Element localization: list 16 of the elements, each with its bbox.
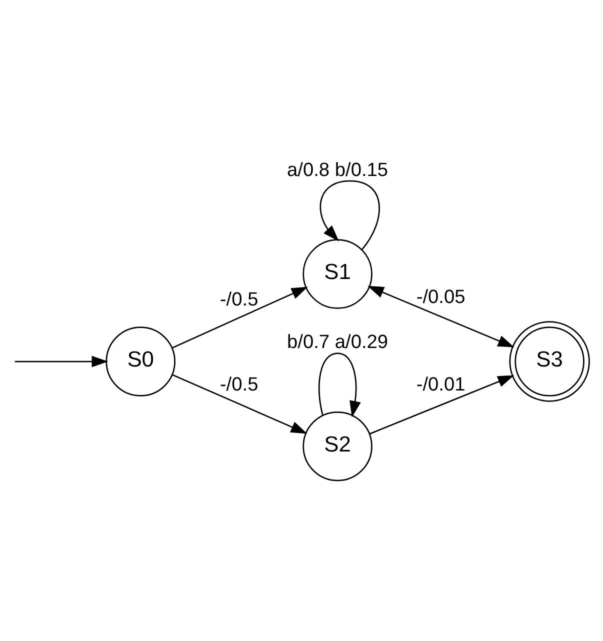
arrow: [14, 356, 108, 368]
arrow: [367, 286, 514, 348]
arrow: [318, 352, 361, 418]
edge-label: -/0.05: [416, 286, 466, 308]
node-circle: S1: [302, 239, 372, 309]
node-circle: S2: [302, 411, 372, 482]
arrow: [172, 286, 308, 348]
arrow: [172, 374, 308, 434]
edge-label: b/0.7 a/0.29: [287, 332, 388, 354]
arrow: [370, 375, 514, 434]
edge-label: -/0.5: [220, 290, 258, 311]
edge-label: -/0.5: [220, 374, 258, 396]
node-circle: S3: [509, 321, 590, 402]
node-circle: S0: [106, 326, 176, 396]
edge-label: a/0.8 b/0.15: [287, 160, 388, 181]
edge-label: -/0.01: [416, 374, 466, 396]
